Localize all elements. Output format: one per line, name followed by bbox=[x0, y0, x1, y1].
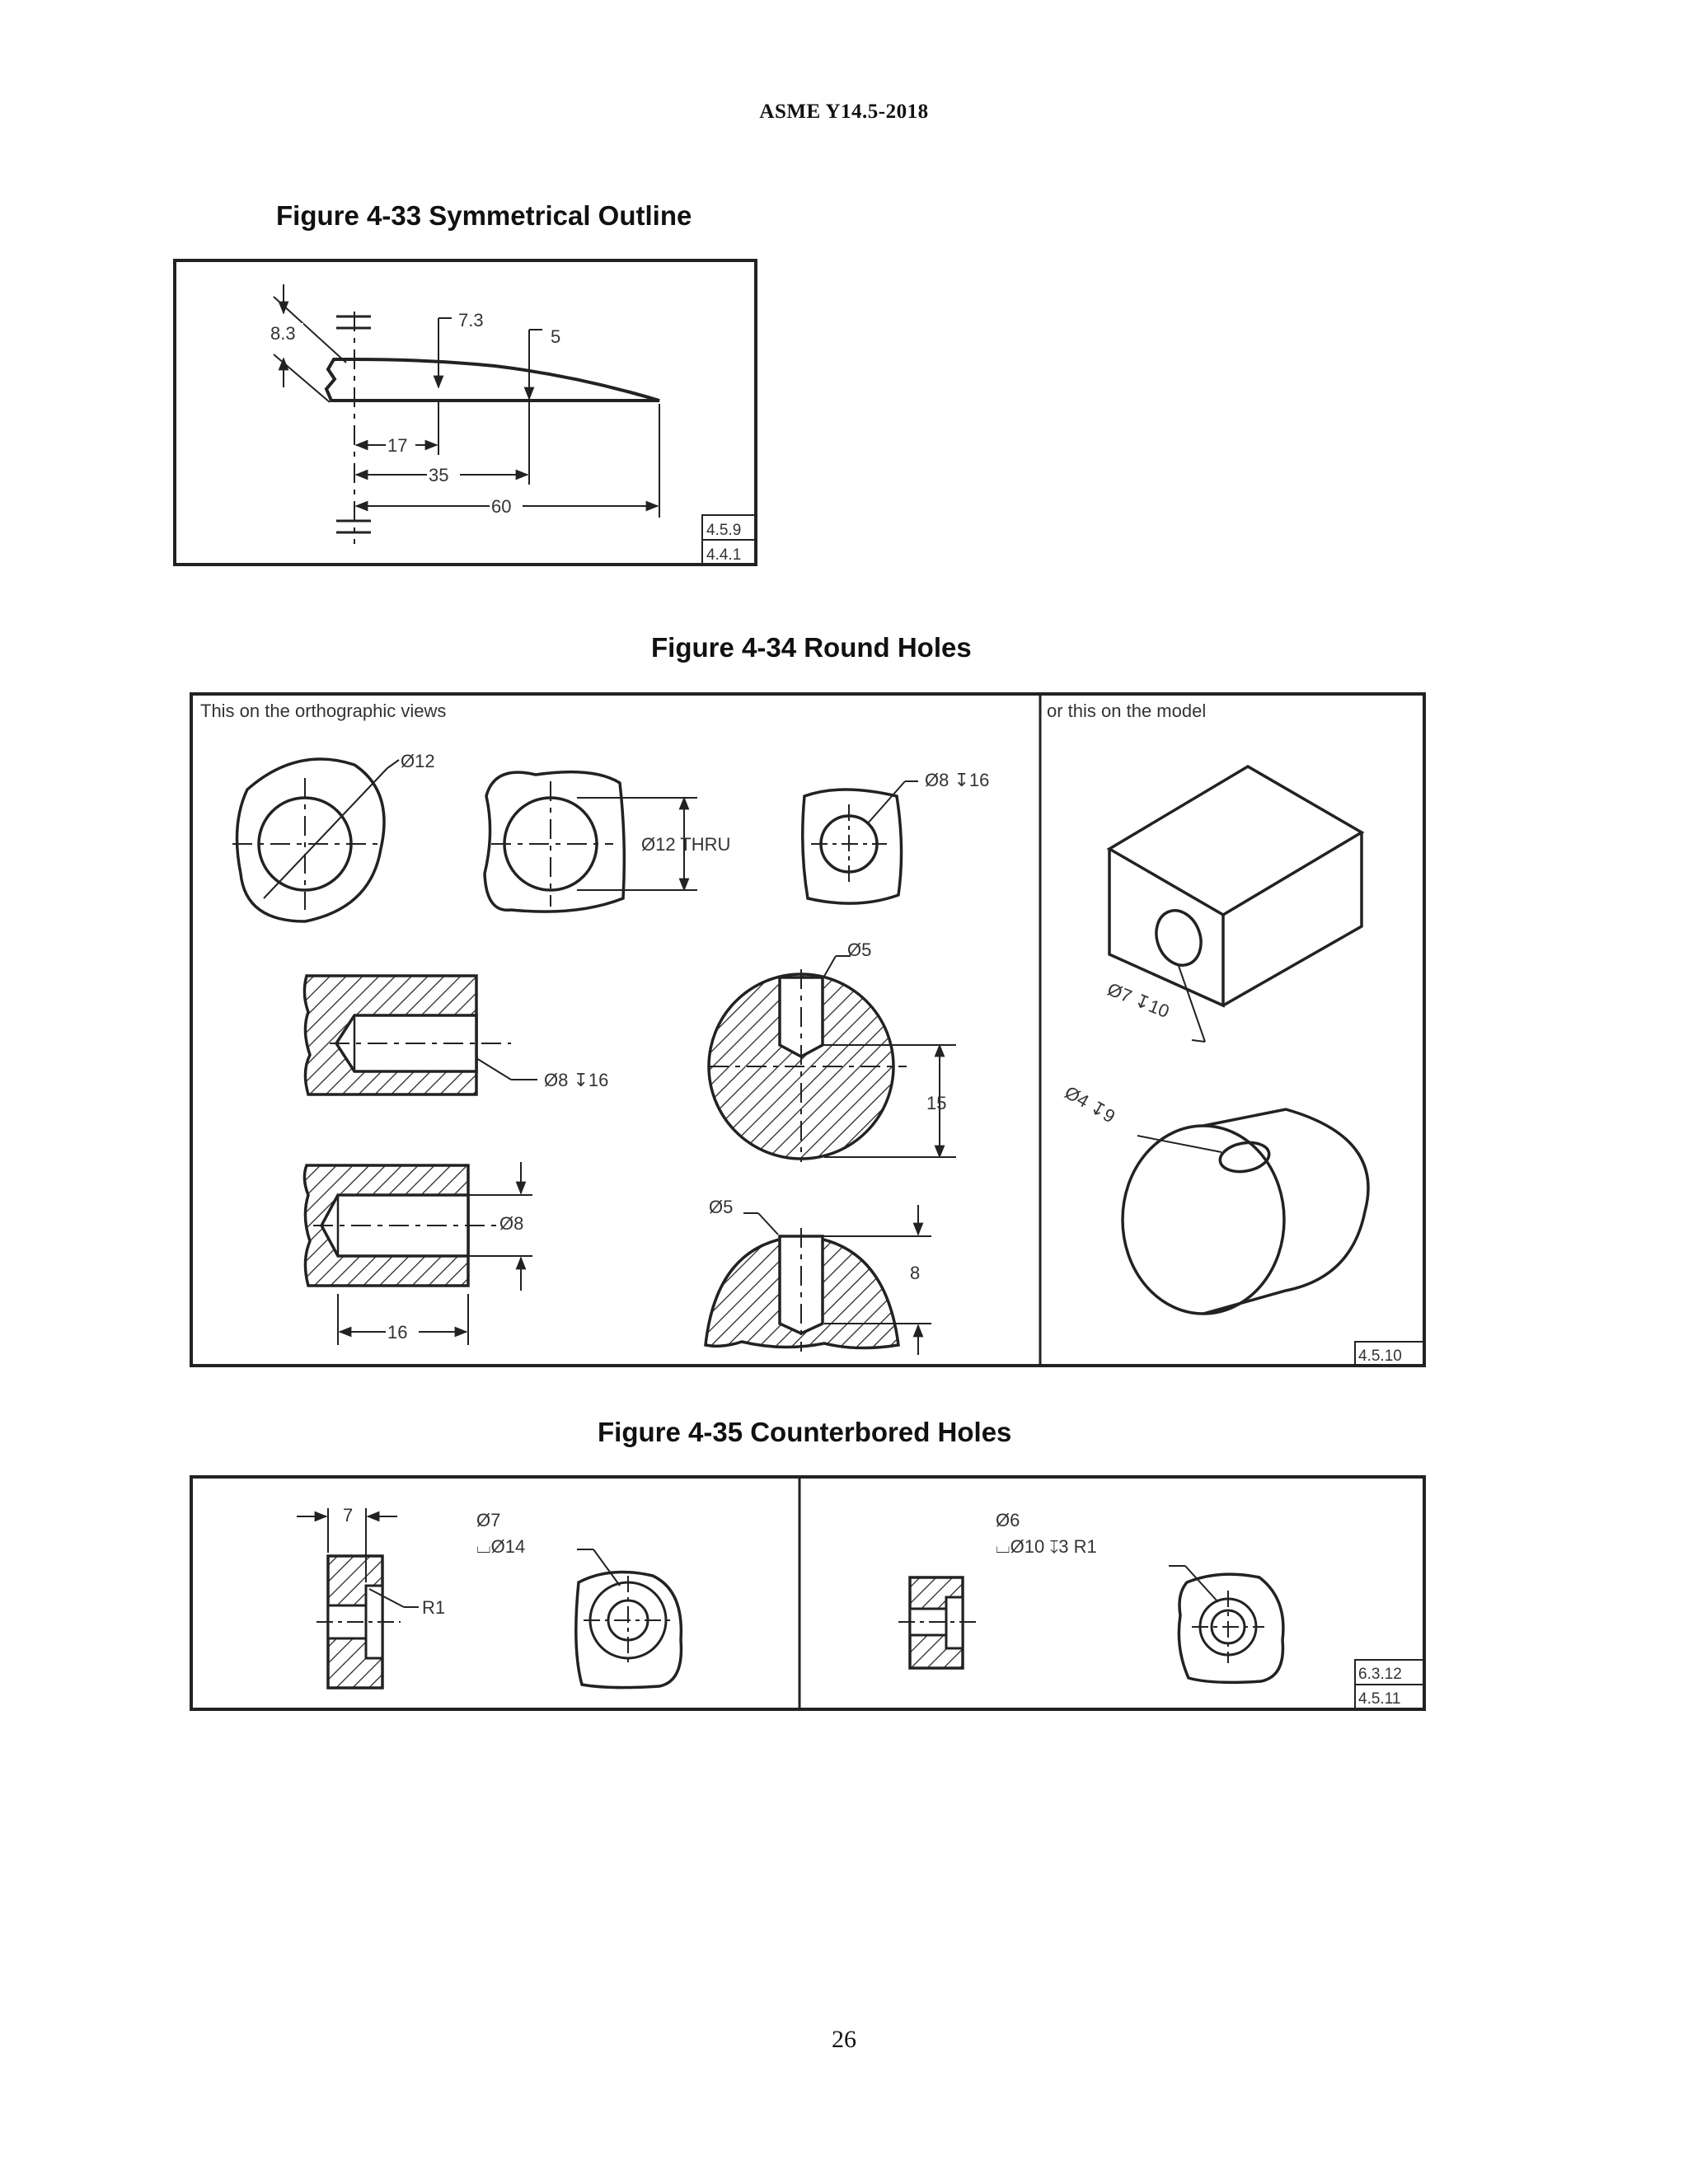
ref-4-5-9: 4.5.9 bbox=[706, 522, 741, 539]
label-8: 8 bbox=[910, 1263, 920, 1283]
label-dia-12-thru: Ø12 THRU bbox=[641, 834, 730, 855]
dim-8-3: 8.3 bbox=[270, 323, 296, 344]
dim-5: 5 bbox=[551, 326, 560, 347]
break-line bbox=[324, 358, 353, 402]
dim-35: 35 bbox=[429, 465, 448, 485]
figure-4-33-labels: 8.3 7.3 5 17 35 60 4.5.9 4.4.1 bbox=[269, 310, 741, 564]
figure-4-34-caption: Figure 4-34 Round Holes bbox=[651, 632, 972, 663]
label-dia-6: Ø6 bbox=[996, 1510, 1020, 1530]
ref-6-3-12: 6.3.12 bbox=[1358, 1666, 1402, 1683]
figure-4-33-frame bbox=[173, 259, 757, 566]
figure-4-35-frame bbox=[190, 1475, 1426, 1711]
dim-17: 17 bbox=[387, 435, 407, 456]
right-panel-label: or this on the model bbox=[1047, 701, 1206, 721]
label-dia-8: Ø8 bbox=[499, 1213, 523, 1234]
figure-4-34-frame bbox=[190, 692, 1426, 1367]
dim-60: 60 bbox=[491, 496, 511, 517]
label-dia-7: Ø7 bbox=[476, 1510, 500, 1530]
label-dia-4-depth-9: Ø4 ↧9 bbox=[1062, 1082, 1119, 1127]
figure-4-34 bbox=[190, 692, 1426, 1367]
figure-4-33-caption: Figure 4-33 Symmetrical Outline bbox=[276, 200, 692, 231]
page-header: ASME Y14.5-2018 bbox=[759, 101, 929, 123]
ref-4-4-1: 4.4.1 bbox=[706, 546, 741, 564]
label-dia-12: Ø12 bbox=[401, 751, 435, 771]
label-dia-8-depth-16: Ø8 ↧16 bbox=[544, 1070, 608, 1090]
label-15: 15 bbox=[926, 1093, 946, 1113]
ref-4-5-10: 4.5.10 bbox=[1358, 1347, 1402, 1365]
page-number: 26 bbox=[832, 2026, 856, 2053]
tapered-part-outline bbox=[352, 358, 660, 402]
label-r1: R1 bbox=[422, 1597, 445, 1618]
label-16: 16 bbox=[387, 1322, 407, 1343]
dim-7-width: 7 bbox=[343, 1505, 353, 1526]
label-cbore-dia-10-depth-3-r1: ⌴Ø10 ↧3 R1 bbox=[996, 1536, 1097, 1557]
label-dia-5-bottom: Ø5 bbox=[709, 1197, 733, 1217]
ref-4-5-11: 4.5.11 bbox=[1358, 1690, 1400, 1708]
figure-4-35 bbox=[190, 1475, 1426, 1711]
dim-7-3: 7.3 bbox=[458, 310, 484, 330]
left-panel-label: This on the orthographic views bbox=[200, 701, 446, 721]
label-cbore-dia-14: ⌴Ø14 bbox=[476, 1536, 525, 1557]
figure-4-35-caption: Figure 4-35 Counterbored Holes bbox=[598, 1417, 1012, 1447]
figure-4-33 bbox=[173, 259, 757, 566]
label-dia-8-depth-16-top: Ø8 ↧16 bbox=[925, 770, 989, 790]
label-dia-7-depth-10: Ø7 ↧10 bbox=[1104, 978, 1172, 1022]
figure-4-35-labels: 7 Ø7 ⌴Ø14 R1 Ø6 ⌴Ø10 ↧3 R1 6.3.12 4.5.11 bbox=[343, 1505, 1402, 1708]
label-dia-5-top: Ø5 bbox=[847, 940, 871, 960]
